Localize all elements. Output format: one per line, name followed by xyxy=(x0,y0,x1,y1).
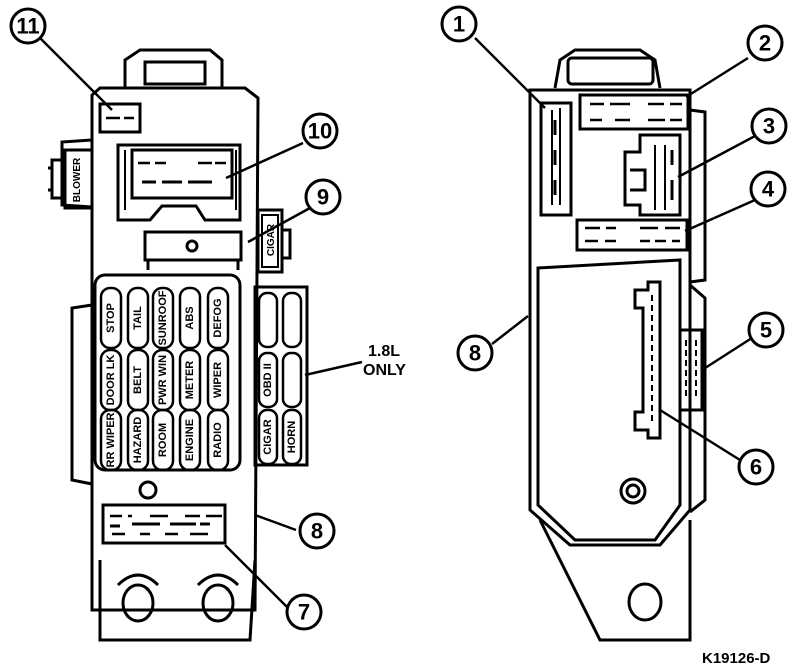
svg-text:BELT: BELT xyxy=(132,366,144,394)
svg-text:2: 2 xyxy=(759,31,771,56)
fuse-radio: RADIO xyxy=(206,408,230,472)
fuse-wiper: WIPER xyxy=(206,348,230,412)
svg-text:ENGINE: ENGINE xyxy=(184,419,196,461)
svg-text:8: 8 xyxy=(469,341,481,366)
fuse-defog: DEFOG xyxy=(206,286,230,350)
svg-text:4: 4 xyxy=(762,177,775,202)
left-fuse-box: BLOWER CIGAR STOP TAIL SUNROOF ABS DEFOG DOOR… xyxy=(48,48,309,642)
extra-fuse-panel xyxy=(253,285,309,467)
svg-text:STOP: STOP xyxy=(105,303,117,333)
extra-fuse-grid: OBD II CIGAR HORN xyxy=(257,291,303,466)
callout-3: 3 xyxy=(750,107,788,145)
svg-text:DEFOG: DEFOG xyxy=(212,298,224,337)
fuse-stop: STOP xyxy=(99,286,123,350)
fuse-abs: ABS xyxy=(178,286,202,350)
callout-8-right: 8 xyxy=(456,334,494,372)
svg-text:RADIO: RADIO xyxy=(212,422,224,458)
svg-text:ABS: ABS xyxy=(184,306,196,329)
svg-text:8: 8 xyxy=(311,519,323,544)
svg-text:HAZARD: HAZARD xyxy=(132,417,144,463)
fuse-sunroof: SUNROOF xyxy=(151,286,175,350)
fuse-tail: TAIL xyxy=(126,286,150,350)
svg-text:1: 1 xyxy=(453,12,465,37)
fuse-horn: HORN xyxy=(281,408,303,466)
fuse-cigar: CIGAR xyxy=(257,408,279,466)
cigar-connector-top: CIGAR xyxy=(256,208,292,274)
svg-text:5: 5 xyxy=(760,318,772,343)
svg-text:WIPER: WIPER xyxy=(212,362,224,398)
svg-text:METER: METER xyxy=(184,361,196,400)
svg-text:PWR WIN: PWR WIN xyxy=(157,355,169,405)
fuse-obd-ii: OBD II xyxy=(257,351,279,409)
svg-text:9: 9 xyxy=(317,185,329,210)
callout-6: 6 xyxy=(737,448,775,486)
svg-text:HORN: HORN xyxy=(286,421,298,453)
fuse-door-lk: DOOR LK xyxy=(99,348,123,412)
fuse-hazard: HAZARD xyxy=(126,408,150,472)
fuse-slot-empty xyxy=(281,291,303,349)
svg-text:3: 3 xyxy=(763,114,775,139)
svg-text:6: 6 xyxy=(750,455,762,480)
fuse-belt: BELT xyxy=(126,348,150,412)
svg-text:RR WIPER: RR WIPER xyxy=(105,412,117,467)
fuse-slot-empty xyxy=(257,291,279,349)
fuse-grid: STOP TAIL SUNROOF ABS DEFOG DOOR LK BELT PWR WI… xyxy=(99,286,230,472)
note-line-1: 1.8L xyxy=(368,343,400,360)
callout-11: 11 xyxy=(9,7,47,45)
fuse-pwr-win: PWR WIN xyxy=(151,348,175,412)
blower-label: BLOWER xyxy=(72,157,83,202)
note-line-2: ONLY xyxy=(363,362,406,379)
fuse-slot-empty xyxy=(281,351,303,409)
fuse-room: ROOM xyxy=(151,408,175,472)
leader-lines xyxy=(39,37,756,609)
cigar-connector-label: CIGAR xyxy=(266,223,277,256)
fuse-rr-wiper: RR WIPER xyxy=(99,408,123,472)
svg-text:7: 7 xyxy=(298,600,310,625)
callout-1: 1 xyxy=(440,5,478,43)
svg-text:DOOR LK: DOOR LK xyxy=(105,355,117,406)
svg-text:ROOM: ROOM xyxy=(157,423,169,457)
callout-2: 2 xyxy=(746,24,784,62)
callout-7: 7 xyxy=(285,593,323,631)
figure-reference: K19126-D xyxy=(702,650,771,667)
svg-text:10: 10 xyxy=(308,119,332,144)
svg-text:TAIL: TAIL xyxy=(132,306,144,330)
fuse-engine: ENGINE xyxy=(178,408,202,472)
callout-4: 4 xyxy=(749,170,787,208)
svg-text:OBD II: OBD II xyxy=(262,363,274,397)
right-fuse-box xyxy=(528,48,707,642)
callout-8-left: 8 xyxy=(298,512,336,550)
callouts: 11 10 9 8 7 1 2 3 4 5 6 8 xyxy=(9,5,788,631)
callout-9: 9 xyxy=(304,178,342,216)
svg-text:SUNROOF: SUNROOF xyxy=(157,290,169,345)
callout-5: 5 xyxy=(747,311,785,349)
relay-block xyxy=(116,143,242,222)
blower-connector: BLOWER xyxy=(48,148,94,210)
svg-text:11: 11 xyxy=(16,14,39,39)
svg-text:CIGAR: CIGAR xyxy=(262,419,274,455)
fuse-meter: METER xyxy=(178,348,202,412)
callout-10: 10 xyxy=(301,112,339,150)
